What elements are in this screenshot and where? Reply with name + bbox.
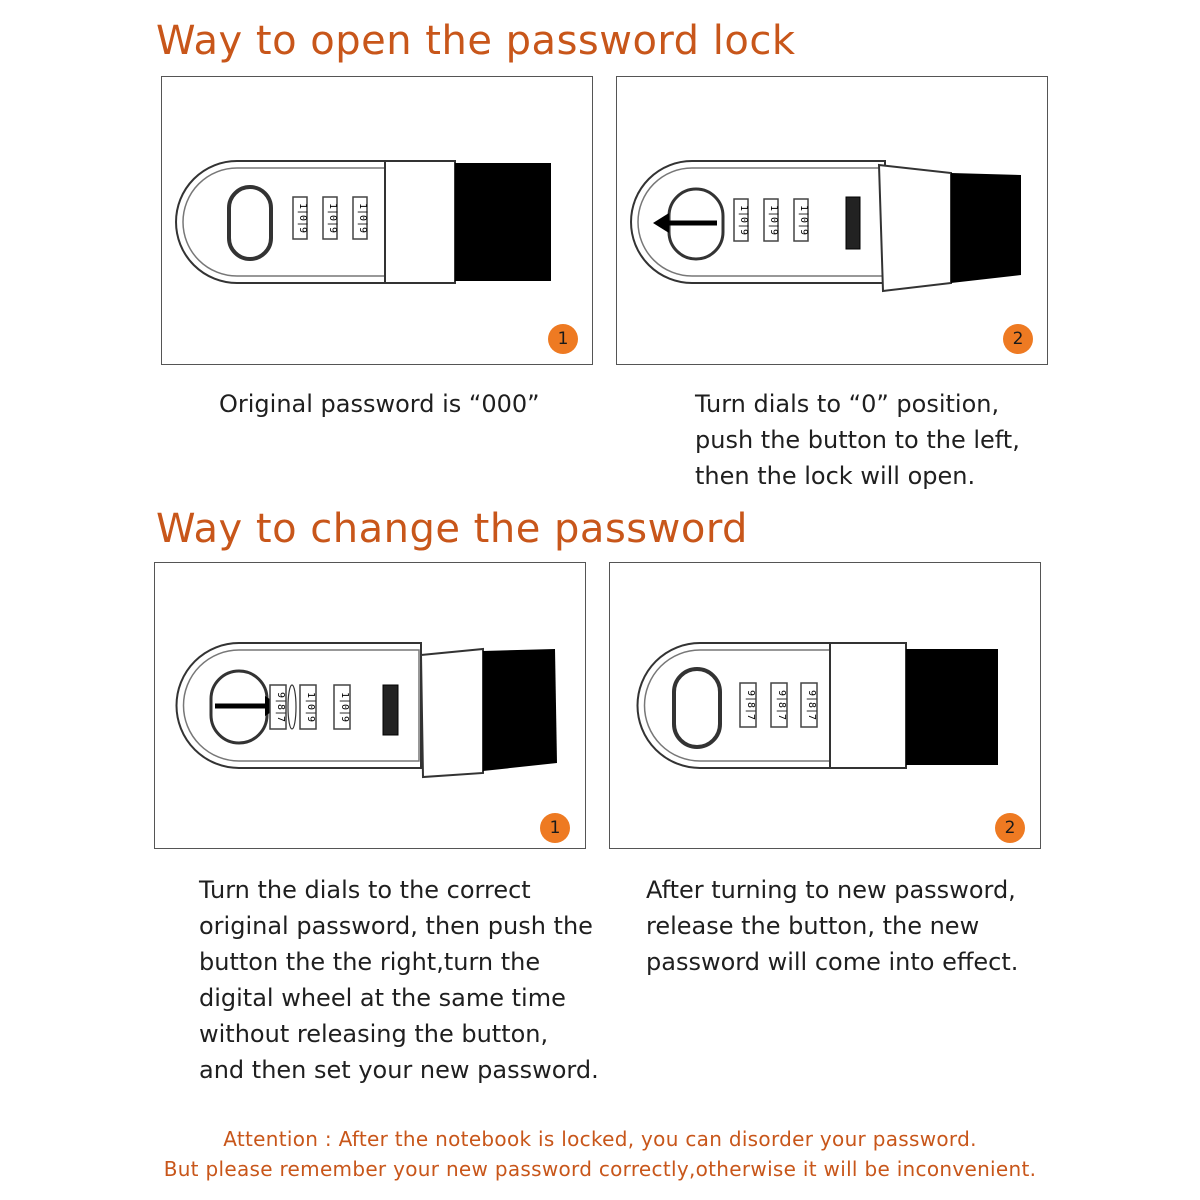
release-button (672, 667, 722, 749)
caption-line: After turning to new password, (646, 876, 1016, 904)
change-step-2-panel: 9|8|7 9|8|7 9|8|7 2 (609, 562, 1041, 849)
latch (845, 196, 861, 250)
latch (382, 684, 399, 736)
svg-text:9|8|7: 9|8|7 (275, 692, 286, 722)
dial-2: 1|0|9 (299, 684, 317, 730)
change-step-1-panel: 9|8|7 1|0|9 1|0|9 1 (154, 562, 586, 849)
svg-text:1|0|9: 1|0|9 (339, 692, 350, 722)
dial-2: 1|0|9 (322, 196, 338, 240)
attention-line: But please remember your new password co… (163, 1157, 1037, 1181)
lock-sleeve (419, 647, 484, 779)
step-badge: 1 (540, 813, 570, 843)
caption-line: Original password is “000” (219, 390, 540, 418)
step-badge: 2 (995, 813, 1025, 843)
dial-3: 1|0|9 (333, 684, 351, 730)
attention-note: Attention : After the notebook is locked… (0, 1124, 1200, 1184)
svg-text:1|0|9: 1|0|9 (305, 692, 316, 722)
svg-text:1|0|9: 1|0|9 (768, 205, 779, 235)
dial-2: 1|0|9 (763, 198, 779, 242)
dial-1: 9|8|7 (739, 682, 757, 728)
svg-text:1|0|9: 1|0|9 (327, 203, 338, 233)
change-step-1-caption: Turn the dials to the correct original p… (199, 872, 599, 1088)
lock-illustration: 1|0|9 1|0|9 1|0|9 (175, 160, 551, 284)
caption-line: release the button, the new (646, 912, 980, 940)
caption-line: then the lock will open. (695, 462, 976, 490)
svg-text:1|0|9: 1|0|9 (738, 205, 749, 235)
dial-1: 1|0|9 (292, 196, 308, 240)
svg-text:9|8|7: 9|8|7 (745, 690, 756, 720)
lock-sleeve (384, 160, 456, 284)
lock-illustration: 9|8|7 9|8|7 9|8|7 (636, 642, 998, 769)
caption-line: push the button to the left, (695, 426, 1020, 454)
change-password-heading: Way to change the password (156, 506, 748, 552)
dial-1: 9|8|7 (269, 684, 287, 730)
rotate-icon (287, 684, 297, 730)
open-step-1-panel: 1|0|9 1|0|9 1|0|9 1 (161, 76, 593, 365)
lock-illustration: 1|0|9 1|0|9 1|0|9 (630, 160, 1021, 293)
dial-2: 9|8|7 (770, 682, 788, 728)
svg-text:1|0|9: 1|0|9 (297, 203, 308, 233)
caption-line: original password, then push the (199, 912, 593, 940)
caption-line: Turn the dials to the correct (199, 876, 531, 904)
caption-line: button the the right,turn the (199, 948, 541, 976)
svg-text:9|8|7: 9|8|7 (806, 690, 817, 720)
open-step-1-caption: Original password is “000” (219, 386, 540, 422)
svg-text:1|0|9: 1|0|9 (798, 205, 809, 235)
step-badge: 1 (548, 324, 578, 354)
step-badge: 2 (1003, 324, 1033, 354)
caption-line: password will come into effect. (646, 948, 1019, 976)
caption-line: and then set your new password. (199, 1056, 599, 1084)
strap (483, 649, 557, 771)
release-button (227, 185, 273, 261)
lock-sleeve (877, 163, 952, 293)
dial-1: 1|0|9 (733, 198, 749, 242)
dial-3: 1|0|9 (793, 198, 809, 242)
strap (906, 649, 998, 765)
caption-line: without releasing the button, (199, 1020, 549, 1048)
open-lock-heading: Way to open the password lock (156, 18, 796, 64)
strap (455, 163, 551, 281)
lock-illustration: 9|8|7 1|0|9 1|0|9 (175, 642, 557, 779)
open-step-2-panel: 1|0|9 1|0|9 1|0|9 2 (616, 76, 1048, 365)
caption-line: Turn dials to “0” position, (695, 390, 1000, 418)
strap (951, 173, 1021, 283)
change-step-2-caption: After turning to new password, release t… (646, 872, 1018, 980)
open-step-2-caption: Turn dials to “0” position, push the but… (695, 386, 1020, 494)
svg-text:1|0|9: 1|0|9 (357, 203, 368, 233)
svg-text:9|8|7: 9|8|7 (776, 690, 787, 720)
dial-3: 1|0|9 (352, 196, 368, 240)
attention-line: Attention : After the notebook is locked… (223, 1127, 977, 1151)
dial-3: 9|8|7 (800, 682, 818, 728)
caption-line: digital wheel at the same time (199, 984, 566, 1012)
lock-sleeve (829, 642, 907, 769)
